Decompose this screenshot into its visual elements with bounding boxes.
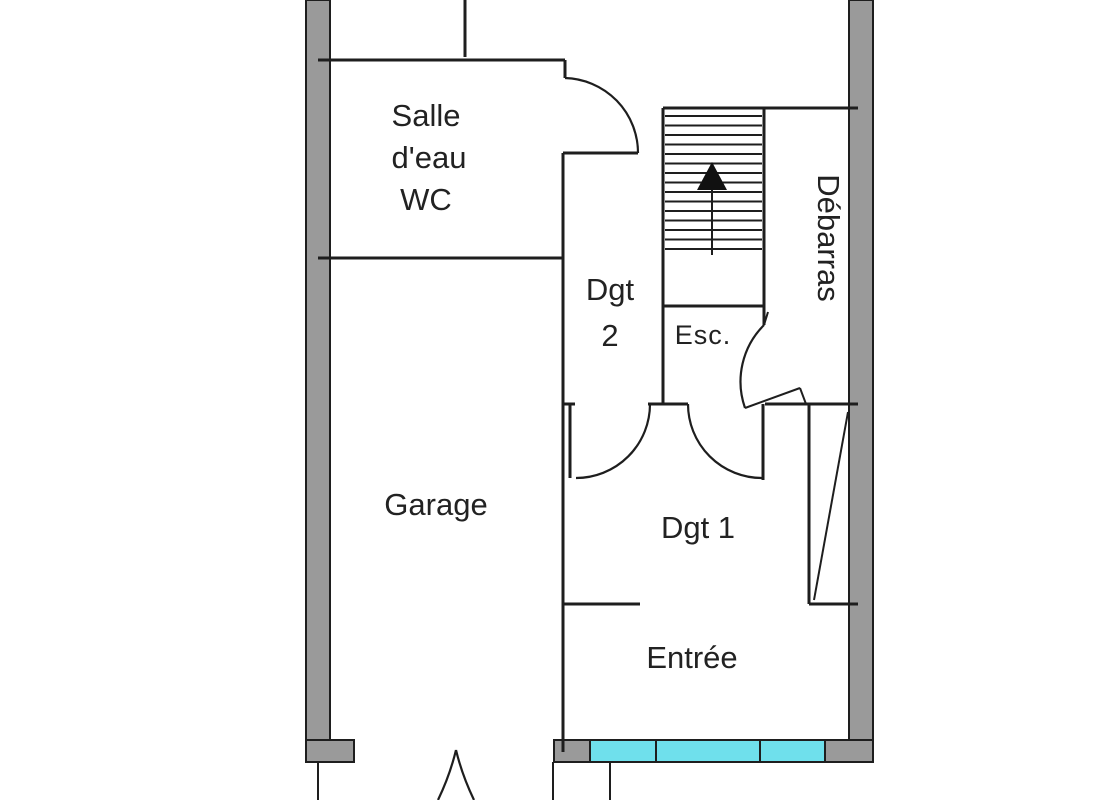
label-salle-line3: WC [400, 182, 452, 217]
label-entree: Entrée [646, 640, 737, 675]
interior-walls [318, 0, 858, 752]
label-debarras: Débarras [811, 174, 846, 302]
wall-left [305, 0, 331, 763]
stair-direction-arrow-icon [697, 162, 727, 190]
door-debarras-leaf-bottom [744, 387, 801, 409]
wall-right [848, 0, 874, 763]
label-dgt2-line1: Dgt [586, 272, 635, 307]
exterior-walls [305, 0, 874, 763]
doors [317, 76, 849, 801]
door-dgt2-leaf [575, 403, 652, 480]
wall-bottom-right-stub [824, 739, 874, 763]
room-labels: Salle d'eau WC Dgt 2 Esc. Débarras Garag… [384, 98, 846, 675]
label-dgt1: Dgt 1 [661, 510, 735, 545]
door-debarras-leaf-end [799, 387, 807, 405]
label-salle-line2: d'eau [392, 140, 467, 175]
label-garage: Garage [384, 487, 487, 522]
door-debarras-leaf [763, 311, 769, 326]
wall-bottom-left-stub [305, 739, 355, 763]
door-salle-deau [564, 76, 640, 154]
closet-door [813, 411, 849, 601]
staircase [663, 115, 764, 308]
label-escalier: Esc. [675, 320, 732, 350]
label-dgt2-line2: 2 [601, 318, 618, 353]
wall-bottom-mid-stub [553, 739, 591, 763]
window-frame [589, 739, 826, 763]
garage-door-leaf-right [454, 749, 475, 801]
stair-treads [665, 115, 762, 250]
entrance-window [589, 739, 826, 763]
label-salle-line1: Salle [392, 98, 461, 133]
garage-door-leaf-left [437, 749, 458, 801]
door-dgt1-leaf [686, 403, 763, 480]
door-debarras [739, 324, 765, 409]
